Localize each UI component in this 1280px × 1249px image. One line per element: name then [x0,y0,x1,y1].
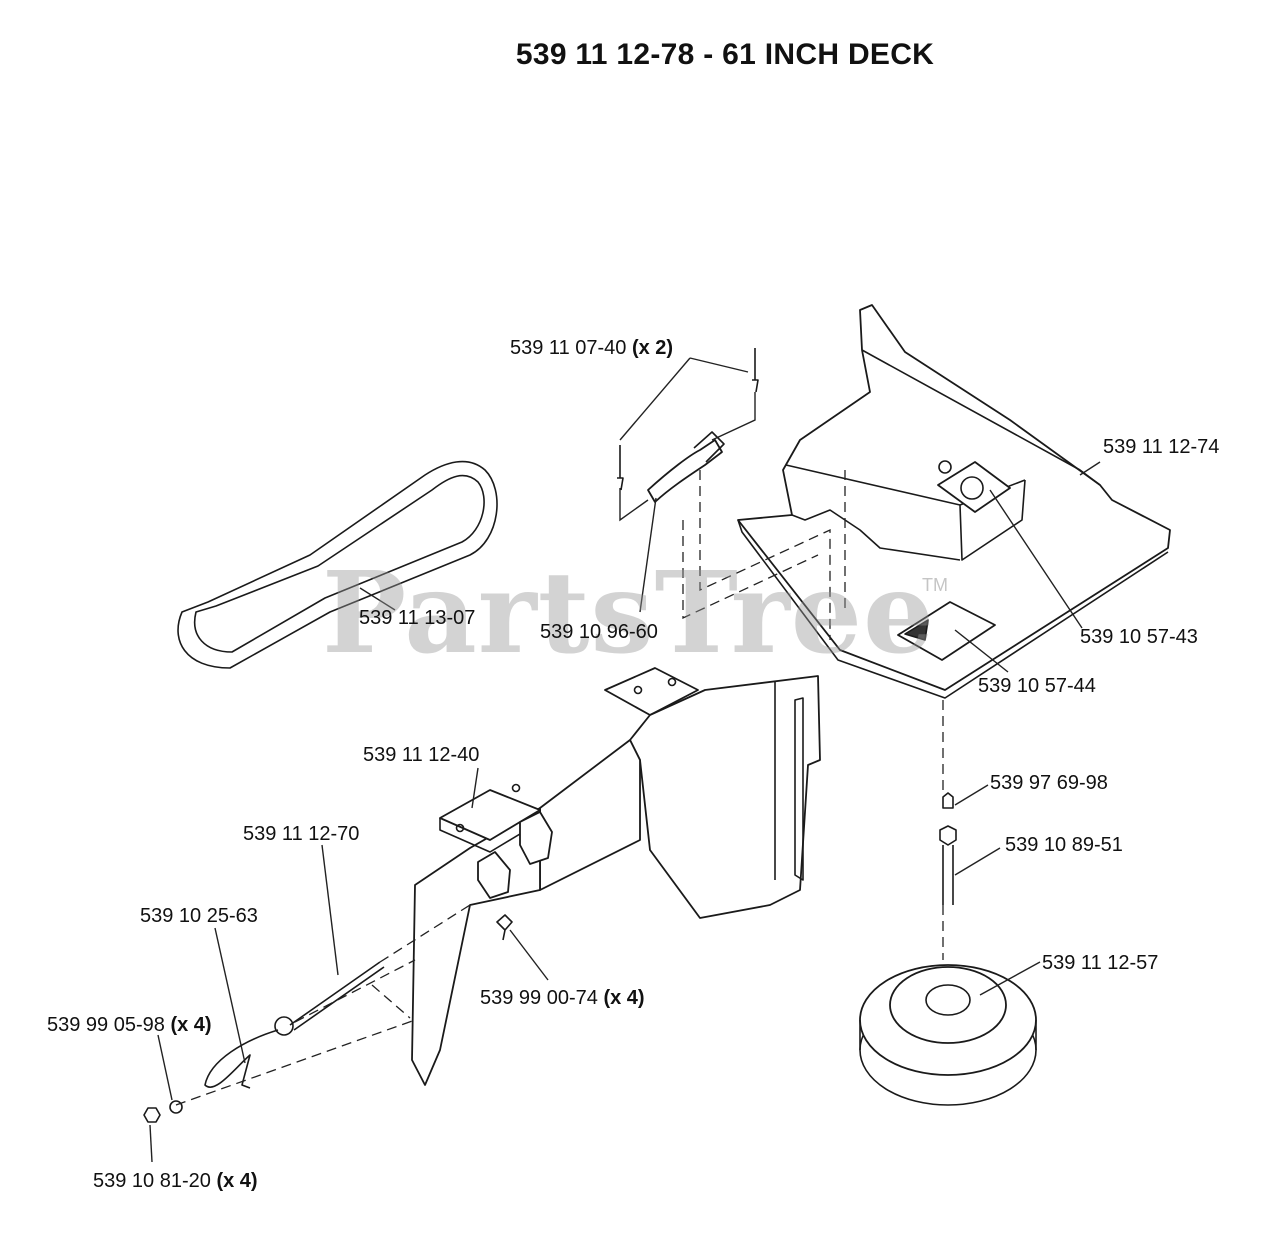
callout-lanyard: 539 10 25-63 [140,905,258,927]
callout-decal-43: 539 10 57-43 [1080,626,1198,648]
callout-nut: 539 10 81-20 (x 4) [93,1170,258,1192]
callout-latch: 539 10 96-60 [540,621,658,643]
callout-rod: 539 11 12-70 [243,823,360,845]
belt-drawing [177,460,498,669]
callout-decal-44: 539 10 57-44 [978,675,1096,697]
callout-bolt: 539 10 89-51 [1005,834,1123,856]
callout-belt: 539 11 13-07 [359,607,476,629]
latch-drawing [617,348,759,503]
chute-drawing [737,304,1171,699]
mount-plate-drawing [143,667,821,1123]
callout-pulley: 539 11 12-57 [1042,952,1159,974]
callout-washer: 539 99 05-98 (x 4) [47,1014,212,1036]
assembly-lines [175,470,944,1106]
page-title: 539 11 12-78 - 61 INCH DECK [515,38,935,71]
leader-lines [149,357,1101,1163]
callout-clip-pin: 539 11 07-40 (x 2) [510,337,674,359]
callout-chute: 539 11 12-74 [1103,436,1220,458]
callout-bracket: 539 11 12-40 [363,744,480,766]
watermark: PartsTree [322,548,936,679]
callout-grease-fitting: 539 97 69-98 [990,772,1108,794]
pulley-drawing [859,792,1037,1106]
trademark-mark: TM [922,575,948,595]
callout-carriage-bolt: 539 99 00-74 (x 4) [480,987,645,1009]
